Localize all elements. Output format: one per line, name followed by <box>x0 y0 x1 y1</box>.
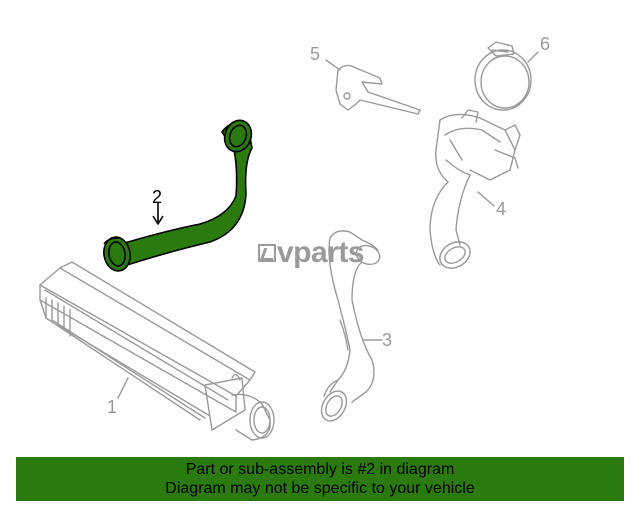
intake-pipe-part-4[interactable] <box>429 109 521 273</box>
callout-3[interactable]: 3 <box>382 330 393 350</box>
callout-5[interactable]: 5 <box>310 44 321 64</box>
banner-line-2: Diagram may not be specific to your vehi… <box>165 480 475 497</box>
intercooler-part-1[interactable] <box>39 261 275 441</box>
callout-1[interactable]: 1 <box>107 397 118 417</box>
leader-line-6 <box>527 51 539 63</box>
hose-clamp-part-6[interactable] <box>474 41 532 111</box>
vparts-logo-text: vparts <box>277 236 365 269</box>
vparts-logo-icon <box>258 244 276 262</box>
leader-line-4 <box>477 191 495 207</box>
info-banner: Part or sub-assembly is #2 in diagram Di… <box>16 457 624 501</box>
leader-line-5 <box>325 59 341 71</box>
bracket-part-5[interactable] <box>335 64 421 115</box>
charge-hose-part-3[interactable] <box>316 230 382 425</box>
callout-4[interactable]: 4 <box>496 199 507 219</box>
banner-line-1: Part or sub-assembly is #2 in diagram <box>185 461 455 478</box>
parts-diagram <box>39 41 539 441</box>
callout-2[interactable]: 2 <box>152 187 163 207</box>
vparts-logo: vparts <box>258 236 365 269</box>
leader-line-1 <box>117 377 129 399</box>
callout-6[interactable]: 6 <box>540 34 551 54</box>
charge-pipe-part-2-highlighted[interactable] <box>101 117 255 273</box>
